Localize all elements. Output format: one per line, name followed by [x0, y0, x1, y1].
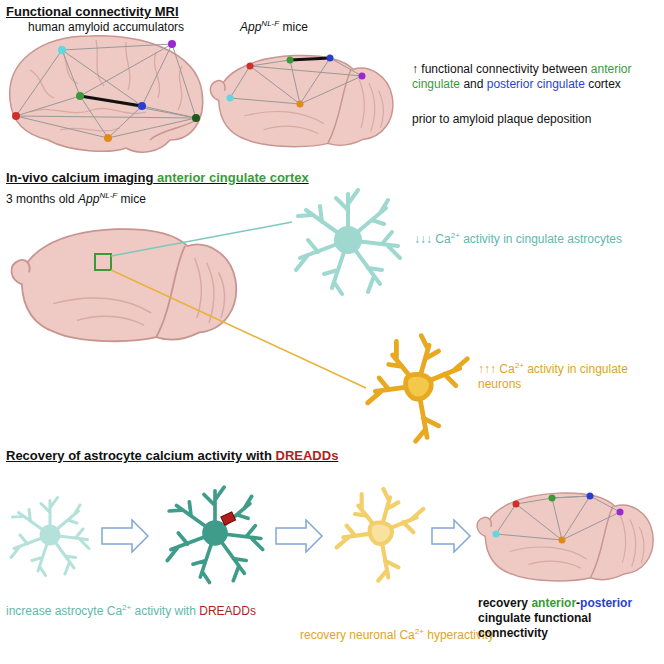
finding-text: ↑↑↑ Ca [478, 362, 515, 376]
mouse-brain [210, 55, 393, 147]
finding-text: cortex [588, 77, 621, 91]
step-text: increase astrocyte Ca [6, 604, 122, 618]
caption-text: mice [282, 20, 307, 34]
heading-text: Functional connectivity MRI [6, 4, 179, 19]
section-heading: In-vivo calcium imaging anterior cingula… [6, 170, 309, 185]
section-heading: Functional connectivity MRI [6, 4, 179, 19]
caption: human amyloid accumulators [28, 20, 184, 35]
region-name: posterior cingulate [487, 77, 585, 91]
method-name: DREADDs [199, 604, 256, 618]
caption-text: 3 months old [6, 192, 75, 206]
hyphen: - [576, 596, 580, 610]
gene-name: App [78, 192, 99, 206]
block-arrow [276, 520, 322, 552]
caption-text: human amyloid accumulators [28, 20, 184, 34]
human-brain [10, 36, 203, 152]
ion-charge: 2+ [515, 361, 524, 370]
finding: ↑ functional connectivity between anteri… [412, 62, 660, 92]
allele: NL-F [261, 19, 279, 28]
astrocyte [11, 498, 89, 576]
step-text: recovery neuronal Ca [300, 628, 415, 642]
ion-charge: 2+ [122, 603, 131, 612]
finding-text: prior to amyloid plaque deposition [412, 112, 591, 126]
mouse-brain [477, 493, 653, 581]
ion-charge: 2+ [415, 627, 424, 636]
finding-text: ↓↓↓ Ca [414, 232, 451, 246]
finding: ↓↓↓ Ca2+ activity in cingulate astrocyte… [414, 232, 660, 247]
astrocyte [167, 487, 262, 582]
finding: prior to amyloid plaque deposition [412, 112, 660, 127]
heading-text: Recovery of astrocyte calcium activity w… [6, 448, 272, 463]
gene-name: App [240, 20, 261, 34]
step-text: recovery [478, 596, 528, 610]
finding: ↑↑↑ Ca2+ activity in cingulate neurons [478, 362, 660, 392]
finding-text: and [463, 77, 483, 91]
heading-text: In-vivo calcium imaging [6, 170, 153, 185]
section-heading: Recovery of astrocyte calcium activity w… [6, 448, 338, 463]
neuron [368, 336, 468, 441]
finding-text: ↑ functional connectivity between [412, 62, 587, 76]
block-arrow [102, 520, 148, 552]
neuron [337, 489, 424, 581]
region-name: anterior [531, 596, 576, 610]
caption-text: mice [121, 192, 146, 206]
caption: AppNL-F mice [240, 20, 308, 35]
method-name: DREADDs [276, 448, 339, 463]
block-arrow [432, 520, 470, 552]
step-label: recovery anterior-posterior cingulate fu… [478, 596, 660, 641]
step-label: increase astrocyte Ca2+ activity with DR… [6, 604, 306, 619]
allele: NL-F [99, 191, 117, 200]
caption: 3 months old AppNL-F mice [6, 192, 146, 207]
finding-text: activity in cingulate astrocytes [463, 232, 622, 246]
ion-charge: 2+ [451, 231, 460, 240]
astrocyte [296, 190, 400, 294]
region-name: anterior cingulate cortex [157, 170, 309, 185]
step-text: activity with [135, 604, 196, 618]
region-name: posterior [580, 596, 632, 610]
dreadd-receptor [221, 512, 236, 525]
step-text: cingulate functional connectivity [478, 611, 591, 640]
